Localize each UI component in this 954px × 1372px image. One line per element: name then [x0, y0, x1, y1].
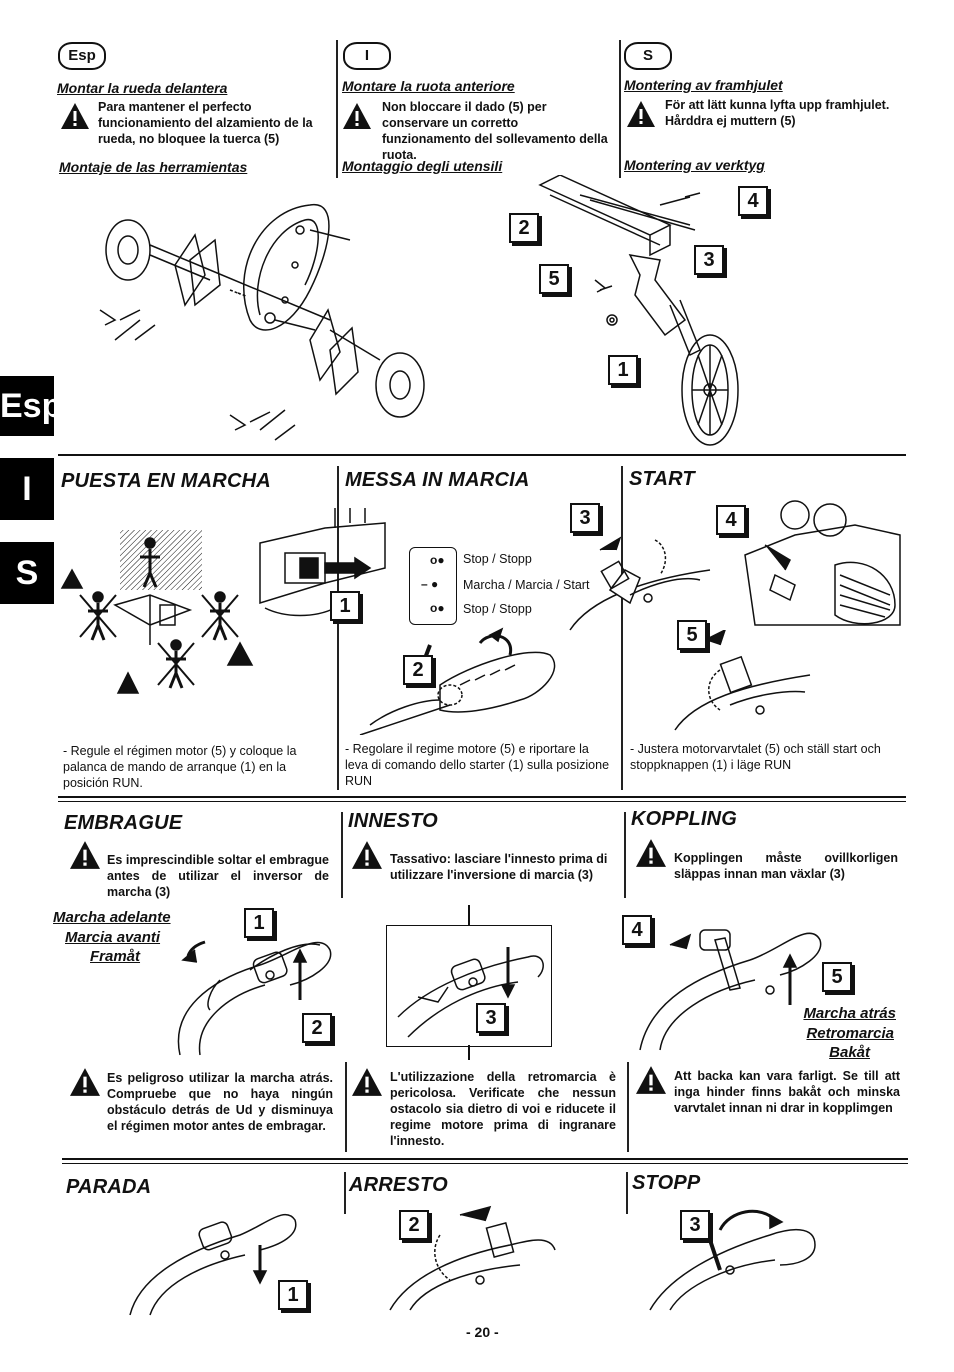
figure-number: 5 — [822, 962, 852, 992]
reverse-warning-s: Att backa kan vara farligt. Se till att … — [674, 1069, 900, 1115]
clutch-warning-s: Kopplingen måste ovillkorligen släppas i… — [674, 851, 898, 881]
throttle-handle-illustration — [359, 627, 556, 735]
section-title-start-esp: PUESTA EN MARCHA — [61, 470, 271, 492]
figure-number: 1 — [244, 908, 274, 938]
stop-clutch-illustration — [129, 1213, 297, 1316]
warning-icon — [352, 1068, 382, 1096]
reverse-label-esp: Marcha atrás — [803, 1005, 896, 1022]
front-wheel-assembly-illustration — [538, 175, 739, 446]
figure-number: 1 — [608, 355, 638, 385]
start-instruction-i: - Regolare il regime motore (5) e riport… — [345, 742, 610, 788]
figure-number: 1 — [330, 591, 360, 621]
warning-icon — [352, 841, 382, 869]
heading-mount-front-wheel-i: Montare la ruota anteriore — [342, 78, 515, 94]
warning-text-esp: Para mantener el perfecto funcionamiento… — [98, 100, 313, 146]
reverse-label-i: Retromarcia — [806, 1025, 894, 1042]
figure-number: 4 — [738, 186, 768, 216]
figure-number: 3 — [570, 503, 600, 533]
warning-icon — [636, 1066, 666, 1094]
switch-position-run-icon: – ● — [421, 577, 439, 591]
warning-icon — [636, 839, 666, 867]
language-badge-i: I — [343, 42, 391, 70]
section-title-stop-esp: PARADA — [66, 1176, 152, 1198]
start-stop-lever-illustration — [674, 630, 811, 731]
clutch-warning-i: Tassativo: lasciare l'innesto prima di u… — [390, 852, 608, 882]
section-title-start-s: START — [629, 468, 695, 490]
reverse-lever-illustration — [397, 947, 544, 1038]
figure-number: 3 — [476, 1003, 506, 1033]
stop-switch-illustration — [649, 1209, 816, 1311]
warning-icon — [70, 1068, 100, 1096]
warning-icon — [343, 103, 371, 129]
warning-text-s: För att lätt kunna lyfta upp framhjulet.… — [665, 98, 890, 128]
section-title-start-i: MESSA IN MARCIA — [345, 469, 530, 491]
warning-icon — [61, 103, 89, 129]
switch-label-run: Marcha / Marcia / Start — [463, 578, 590, 592]
figure-number: 5 — [539, 264, 569, 294]
language-badge-s: S — [624, 42, 672, 70]
section-title-clutch-s: KOPPLING — [631, 808, 738, 830]
engine-throttle-illustration — [744, 500, 901, 626]
language-badge-esp: Esp — [58, 42, 106, 70]
reverse-warning-i: L'utilizzazione della retromarcia è peri… — [390, 1070, 616, 1148]
figure-number: 5 — [677, 620, 707, 650]
warning-text-i: Non bloccare il dado (5) per conservare … — [382, 100, 608, 162]
section-title-stop-s: STOPP — [632, 1172, 701, 1194]
clutch-warning-esp: Es imprescindible soltar el embrague ant… — [107, 853, 329, 899]
figure-number: 3 — [680, 1210, 710, 1240]
reverse-warning-esp: Es peligroso utilizar la marcha atrás. C… — [107, 1071, 333, 1133]
section-title-clutch-i: INNESTO — [348, 810, 438, 832]
start-instruction-s: - Justera motorvarvtalet (5) och ställ s… — [630, 742, 881, 772]
reverse-gear-illustration — [639, 929, 822, 1051]
switch-position-stop-icon: o● — [430, 601, 445, 615]
side-tab-esp: Esp — [0, 376, 62, 436]
reverse-label-s: Bakåt — [829, 1044, 870, 1061]
heading-mount-front-wheel-s: Montering av framhjulet — [624, 77, 783, 93]
start-instruction-esp: - Regule el régimen motor (5) y coloque … — [63, 744, 297, 790]
side-tab-s: S — [0, 542, 54, 604]
figure-number: 4 — [716, 505, 746, 535]
figure-number: 4 — [622, 915, 652, 945]
section-title-stop-i: ARRESTO — [349, 1174, 448, 1196]
forward-label-i: Marcia avanti — [65, 929, 161, 946]
operator-safety-zone-illustration — [60, 530, 254, 694]
figure-number: 2 — [399, 1210, 429, 1240]
switch-label-stop-2: Stop / Stopp — [463, 602, 532, 616]
heading-mount-tools-esp: Montaje de las herramientas — [59, 159, 248, 175]
figure-number: 2 — [403, 655, 433, 685]
switch-label-stop: Stop / Stopp — [463, 552, 532, 566]
start-lever-illustration — [569, 536, 711, 631]
side-tab-i: I — [0, 458, 54, 520]
forward-label-esp: Marcha adelante — [53, 909, 171, 926]
warning-icon — [627, 101, 655, 127]
start-switch-panel — [409, 547, 457, 625]
heading-mount-tools-i: Montaggio degli utensili — [342, 158, 503, 174]
figure-number: 2 — [509, 213, 539, 243]
forward-label-s: Framåt — [90, 948, 141, 965]
heading-mount-front-wheel-esp: Montar la rueda delantera — [57, 80, 228, 96]
engine-switch-illustration — [259, 508, 386, 617]
clutch-lever-forward-illustration — [177, 940, 332, 1056]
switch-position-stop-icon: o● — [430, 553, 445, 567]
figure-number: 3 — [694, 245, 724, 275]
tines-assembly-illustration — [99, 204, 425, 441]
figure-number: 1 — [278, 1280, 308, 1310]
warning-icon — [70, 841, 100, 869]
heading-mount-tools-s: Montering av verktyg — [624, 157, 765, 173]
page-number: - 20 - — [466, 1324, 499, 1340]
section-title-clutch-esp: EMBRAGUE — [64, 812, 183, 834]
figure-number: 2 — [302, 1013, 332, 1043]
stop-throttle-illustration — [389, 1205, 556, 1311]
